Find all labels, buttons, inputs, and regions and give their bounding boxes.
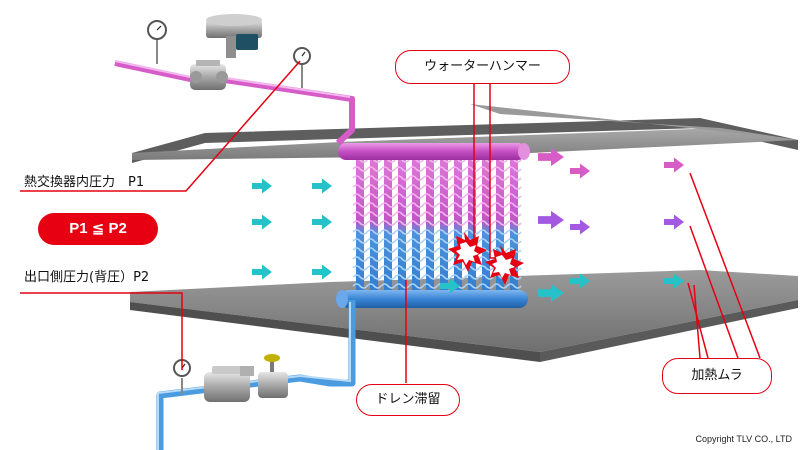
coil-tube: [380, 154, 396, 300]
callout-water-hammer: ウォーターハンマー: [395, 50, 570, 84]
airflow-arrow: [538, 147, 564, 167]
label-p2: 出口側圧力(背圧）P2: [24, 270, 150, 285]
coil-tube: [436, 154, 452, 300]
steam-header: [338, 143, 530, 160]
coil-tube: [366, 154, 382, 300]
leader-p1: [20, 60, 301, 192]
coil-tube: [394, 154, 410, 300]
condensate-drain-pipe: [156, 300, 356, 450]
airflow-arrow: [440, 278, 460, 294]
airflow-arrow: [570, 163, 590, 179]
leader-lines: [20, 60, 761, 383]
airflow-arrow: [312, 178, 332, 194]
leader-p2: [20, 292, 183, 370]
airflow-arrow: [312, 214, 332, 230]
water-hammer-burst-left: [448, 232, 487, 272]
water-hammer-burst-right: [485, 245, 524, 285]
copyright: Copyright TLV CO., LTD: [695, 434, 792, 444]
coil-tube: [450, 154, 466, 300]
leader-uneven-b: [689, 225, 739, 359]
airflow-arrow: [252, 264, 272, 280]
condensate-header: [336, 290, 528, 308]
callout-uneven-heating: 加熱ムラ: [662, 358, 772, 394]
coil-tube: [352, 154, 368, 300]
airflow-arrow: [252, 178, 272, 194]
condition-badge: P1 ≦ P2: [38, 213, 158, 245]
airflow-arrow: [312, 264, 332, 280]
coil-tube: [408, 154, 424, 300]
pressure-gauge-p1: [293, 47, 311, 88]
leader-uneven-a: [689, 172, 761, 359]
leader-water-hammer-b: [489, 83, 497, 259]
airflow-arrow: [538, 283, 564, 303]
airflow-arrow: [538, 210, 564, 230]
airflow-arrow: [252, 214, 272, 230]
airflow-arrow: [664, 214, 684, 230]
airflow-arrow: [664, 157, 684, 173]
pressure-gauge-supply-upstream: [147, 20, 167, 64]
steam-trap: [204, 354, 288, 402]
callout-drain: ドレン滞留: [356, 384, 460, 416]
airflow-arrow: [664, 273, 684, 289]
airflow-arrow: [570, 219, 590, 235]
coil-tube: [422, 154, 438, 300]
bottom-duct-plate: [130, 270, 798, 362]
airflow-arrow: [570, 273, 590, 289]
airflow-arrows: [252, 147, 684, 303]
leader-uneven-d: [693, 284, 701, 359]
leader-uneven-c: [687, 282, 709, 359]
label-p1: 熱交換器内圧力 P1: [24, 175, 145, 190]
control-valve: [190, 14, 262, 90]
